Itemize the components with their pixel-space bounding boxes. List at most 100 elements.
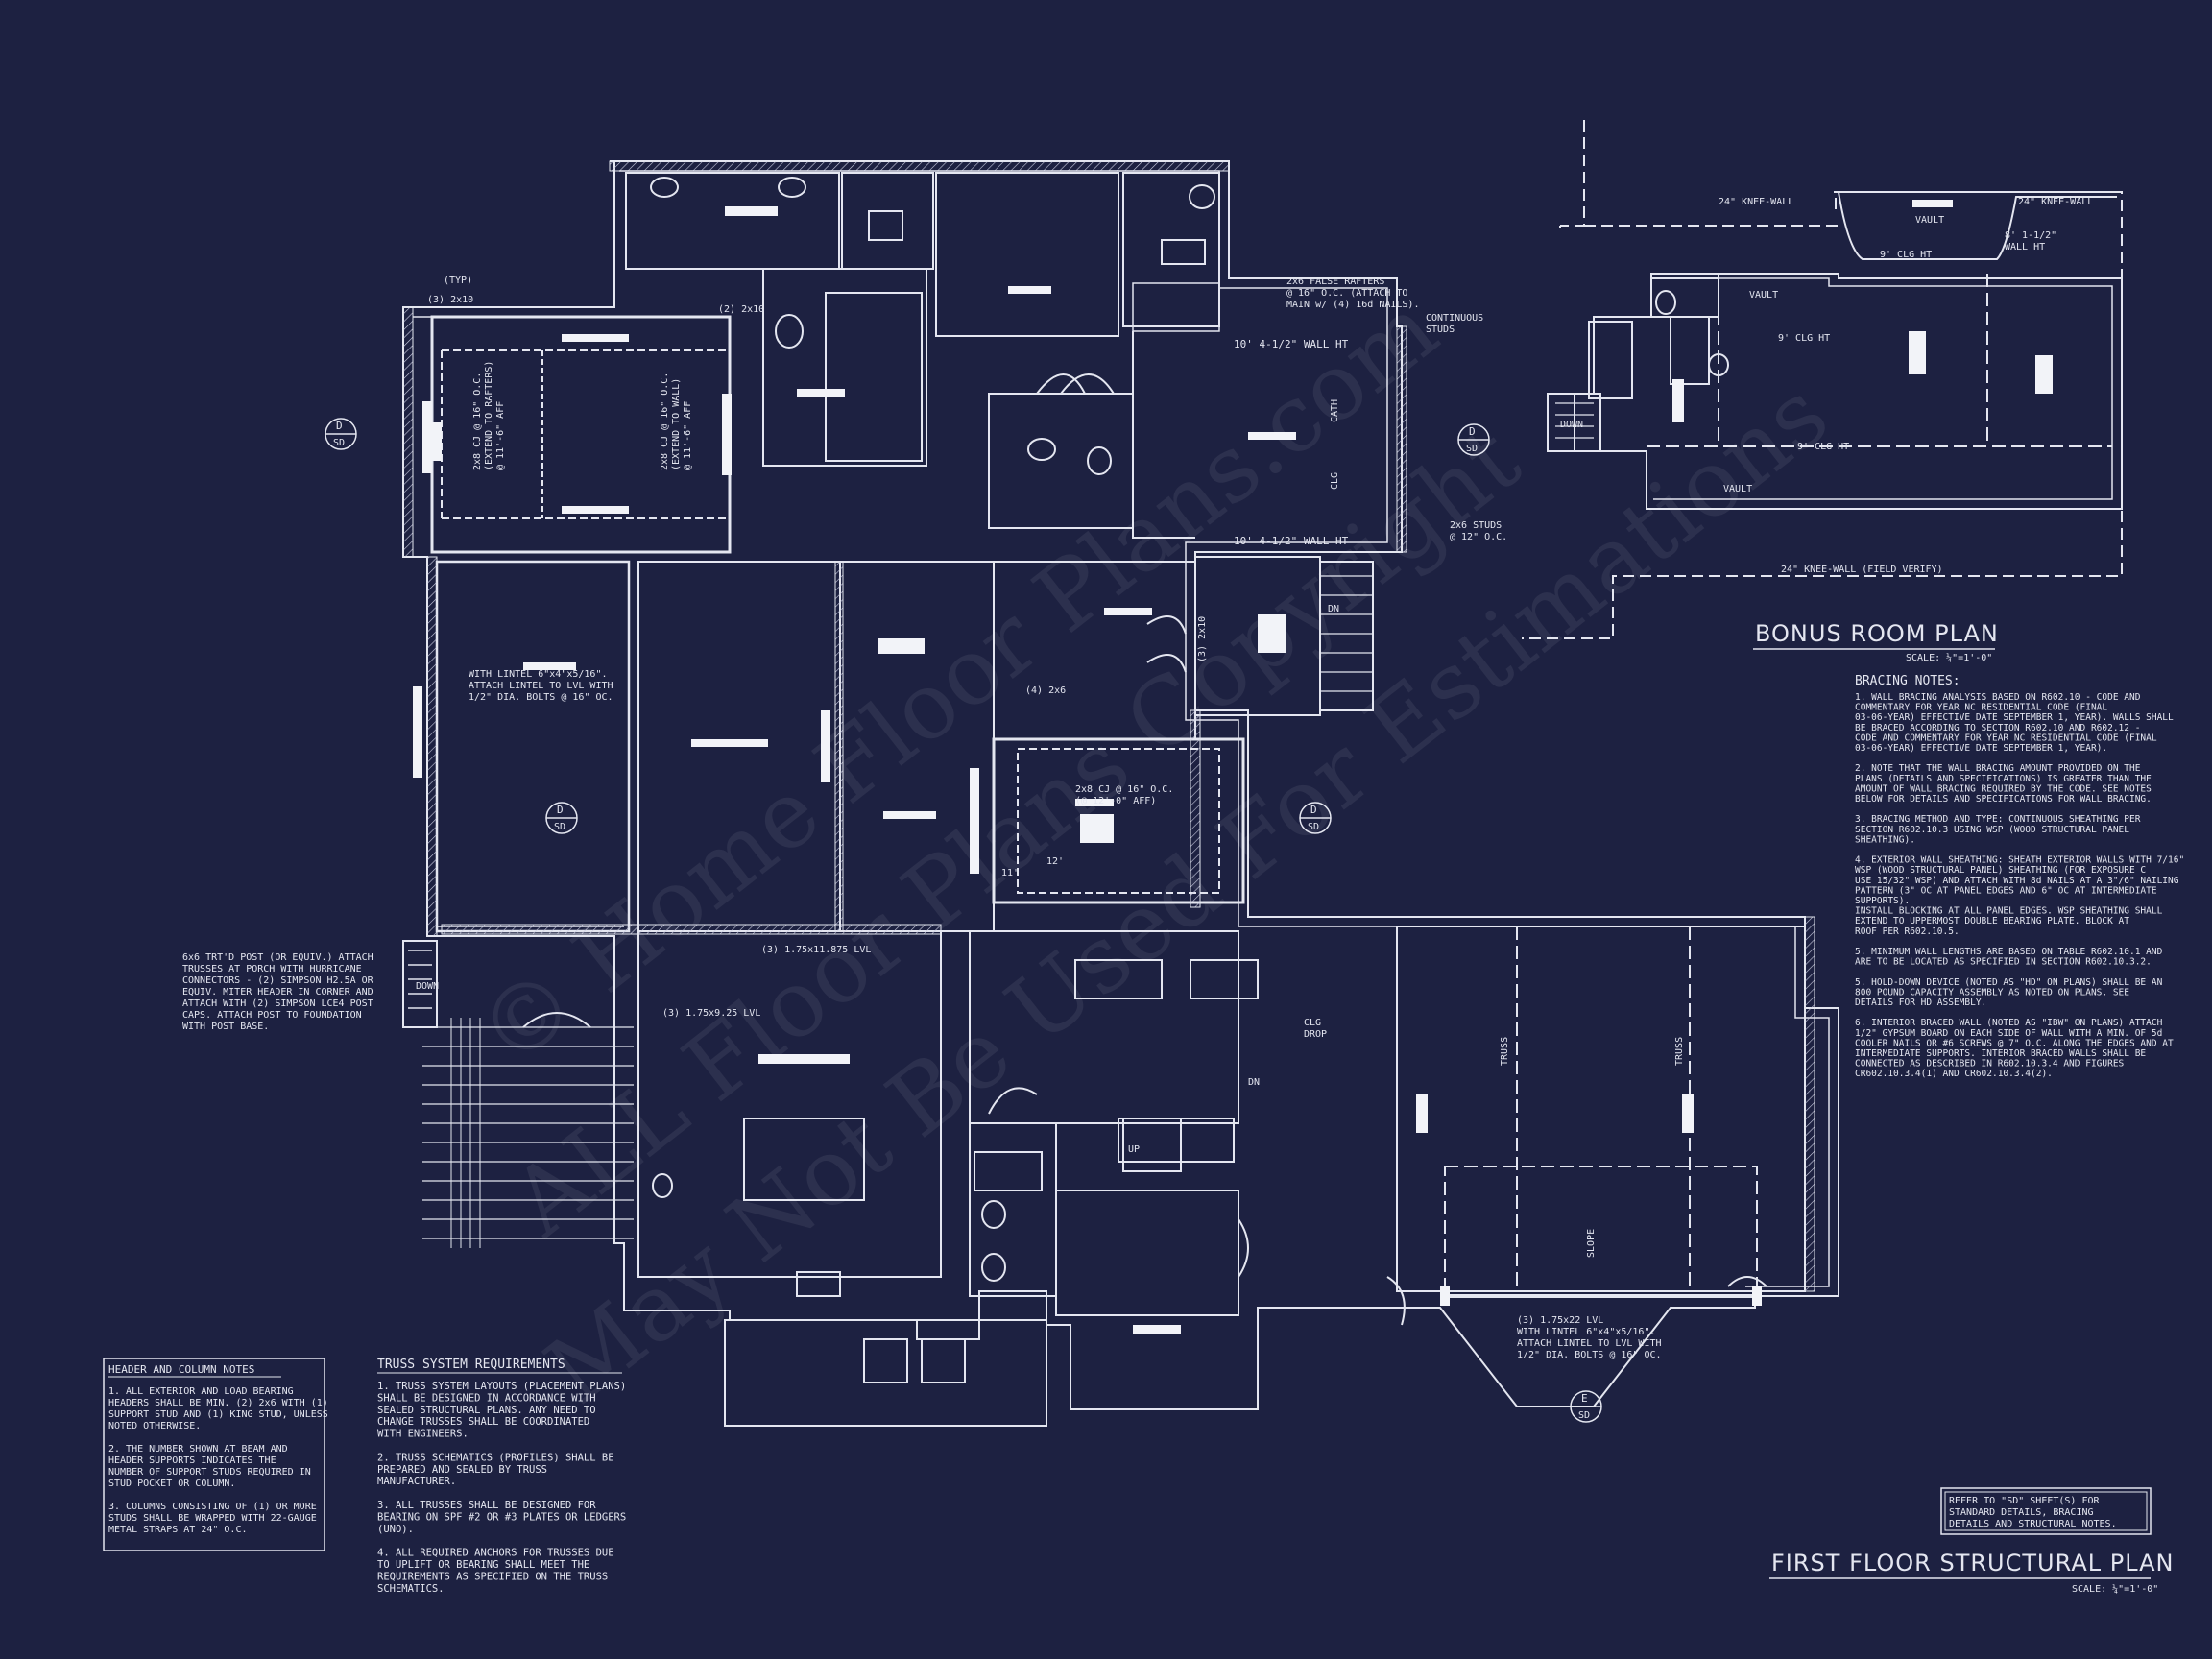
note-line: WSP (WOOD STRUCTURAL PANEL) SHEATHING (F… bbox=[1855, 865, 2146, 876]
porch-beam-vertical bbox=[450, 1018, 481, 1248]
section-marker-letter: E bbox=[1581, 1392, 1588, 1405]
lvl-label-1: (3) 1.75x11.875 LVL bbox=[761, 945, 871, 955]
note-line: STUD POCKET OR COLUMN. bbox=[108, 1479, 235, 1489]
knee-wall-bottom-label: 24" KNEE-WALL (FIELD VERIFY) bbox=[1781, 565, 1943, 575]
note-line: 03-06-YEAR) EFFECTIVE DATE SEPTEMBER 1, … bbox=[1855, 743, 2107, 754]
section-marker-sd: SD bbox=[1308, 822, 1319, 832]
note-line: COOLER NAILS OR #6 SCREWS @ 7" O.C. ALON… bbox=[1855, 1038, 2174, 1048]
section-marker-d-left[interactable]: D SD bbox=[325, 418, 357, 450]
truss-label-1: TRUSS bbox=[1500, 1037, 1510, 1066]
knee-wall-left-label: 24" KNEE-WALL bbox=[1719, 197, 1793, 207]
header-notes-body: 1. ALL EXTERIOR AND LOAD BEARINGHEADERS … bbox=[108, 1386, 328, 1535]
note-line: 2. TRUSS SCHEMATICS (PROFILES) SHALL BE bbox=[377, 1452, 614, 1463]
porch-deck-boards bbox=[422, 1026, 634, 1239]
section-marker-sd: SD bbox=[554, 822, 565, 832]
section-marker-d-center[interactable]: D SD bbox=[545, 802, 578, 834]
stair-down-left: DOWN bbox=[416, 981, 439, 992]
note-line: SCHEMATICS. bbox=[377, 1583, 445, 1595]
wall-height-bottom: 10' 4-1/2" WALL HT bbox=[1234, 535, 1349, 547]
ceiling-joist-left: 2x8 CJ @ 16" O.C.(EXTEND TO RAFTERS)@ 11… bbox=[472, 361, 506, 470]
wall-height-top: 10' 4-1/2" WALL HT bbox=[1234, 338, 1349, 350]
note-line: SHALL BE DESIGNED IN ACCORDANCE WITH bbox=[377, 1392, 596, 1404]
truss-notes-body: 1. TRUSS SYSTEM LAYOUTS (PLACEMENT PLANS… bbox=[377, 1381, 626, 1595]
stair-dn-lower: DN bbox=[1248, 1077, 1260, 1088]
note-line: (UNO). bbox=[377, 1524, 414, 1535]
bonus-beam-markers bbox=[1672, 200, 2053, 422]
section-marker-d-right[interactable]: D SD bbox=[1457, 423, 1490, 456]
dimension-11: 11' bbox=[1001, 868, 1019, 878]
typ-label: (TYP) bbox=[444, 276, 472, 286]
note-line: CR602.10.3.4(1) AND CR602.10.3.4(2). bbox=[1855, 1069, 2053, 1079]
note-line: PATTERN (3" OC AT PANEL EDGES AND 6" OC … bbox=[1855, 885, 2157, 896]
section-marker-sd: SD bbox=[1578, 1410, 1590, 1421]
studs-12-note: 2x6 STUDS@ 12" O.C. bbox=[1450, 520, 1507, 542]
note-line: DETAILS AND STRUCTURAL NOTES. bbox=[1949, 1519, 2117, 1529]
note-line: SUPPORTS). bbox=[1855, 896, 1910, 906]
bracing-notes-body: 1. WALL BRACING ANALYSIS BASED ON R602.1… bbox=[1855, 692, 2184, 1079]
hatched-beams bbox=[402, 160, 1815, 1292]
ceiling-height-2: 9' CLG HT bbox=[1778, 333, 1830, 344]
note-line: REQUIREMENTS AS SPECIFIED ON THE TRUSS bbox=[377, 1571, 608, 1582]
note-line: BELOW FOR DETAILS AND SPECIFICATIONS FOR… bbox=[1855, 794, 2152, 805]
note-line: 3. COLUMNS CONSISTING OF (1) OR MORE bbox=[108, 1502, 317, 1512]
note-line: INSTALL BLOCKING AT ALL PANEL EDGES. WSP… bbox=[1855, 906, 2163, 917]
header-3-2x10: (3) 2x10 bbox=[1197, 616, 1208, 662]
note-line: REFER TO "SD" SHEET(S) FOR bbox=[1949, 1496, 2101, 1506]
note-line: HEADER SUPPORTS INDICATES THE bbox=[108, 1455, 276, 1466]
note-line: USE 15/32" WSP) AND ATTACH WITH 8d NAILS… bbox=[1855, 876, 2179, 886]
bracing-notes: BRACING NOTES: 1. WALL BRACING ANALYSIS … bbox=[1855, 674, 2184, 1079]
note-line: AMOUNT OF WALL BRACING REQUIRED BY THE C… bbox=[1855, 783, 2152, 794]
slope-label: SLOPE bbox=[1586, 1229, 1597, 1258]
header-label-2-2x10: (2) 2x10 bbox=[718, 304, 764, 315]
bonus-room-plan bbox=[1522, 120, 2123, 639]
bonus-plan-title: BONUS ROOM PLAN bbox=[1755, 620, 1999, 647]
note-line: 2. NOTE THAT THE WALL BRACING AMOUNT PRO… bbox=[1855, 763, 2141, 774]
truss-notes-heading: TRUSS SYSTEM REQUIREMENTS bbox=[377, 1358, 565, 1372]
note-line: 3. ALL TRUSSES SHALL BE DESIGNED FOR bbox=[377, 1500, 596, 1511]
vault-label-1: VAULT bbox=[1915, 215, 1944, 226]
header-4-2x6: (4) 2x6 bbox=[1025, 685, 1066, 696]
header-column-notes: HEADER AND COLUMN NOTES 1. ALL EXTERIOR … bbox=[103, 1358, 328, 1551]
note-line: 4. ALL REQUIRED ANCHORS FOR TRUSSES DUE bbox=[377, 1548, 614, 1559]
note-line: ROOF PER R602.10.5. bbox=[1855, 926, 1960, 937]
note-line: 1. TRUSS SYSTEM LAYOUTS (PLACEMENT PLANS… bbox=[377, 1381, 626, 1392]
bonus-stair-down: DOWN bbox=[1560, 420, 1583, 430]
note-line: DETAILS FOR HD ASSEMBLY. bbox=[1855, 998, 1986, 1008]
ceiling-joist-center: 2x8 CJ @ 16" O.C.(@ 12'-0" AFF) bbox=[1075, 784, 1173, 806]
note-line: ARE TO BE LOCATED AS SPECIFIED IN SECTIO… bbox=[1855, 957, 2152, 968]
note-line: 800 POUND CAPACITY ASSEMBLY AS NOTED ON … bbox=[1855, 987, 2129, 998]
note-line: BEARING ON SPF #2 OR #3 PLATES OR LEDGER… bbox=[377, 1511, 626, 1523]
note-line: SECTION R602.10.3 USING WSP (WOOD STRUCT… bbox=[1855, 825, 2129, 835]
note-line: STANDARD DETAILS, BRACING bbox=[1949, 1507, 2094, 1518]
note-line: MANUFACTURER. bbox=[377, 1476, 456, 1487]
stair-dn-upper: DN bbox=[1328, 604, 1339, 614]
header-label-3-2x10: (3) 2x10 bbox=[427, 295, 473, 305]
plan-annotations: (TYP) (3) 2x10 (2) 2x10 2x6 FALSE RAFTER… bbox=[182, 276, 1685, 1360]
clg-label: CLG bbox=[1330, 472, 1340, 490]
bonus-labels: 24" KNEE-WALL 24" KNEE-WALL 24" KNEE-WAL… bbox=[1560, 197, 2093, 575]
stair-up: UP bbox=[1128, 1144, 1140, 1155]
ceiling-height-1: 9' CLG HT bbox=[1880, 250, 1932, 260]
note-line: 5. MINIMUM WALL LENGTHS ARE BASED ON TAB… bbox=[1855, 947, 2163, 957]
note-line: SHEATHING). bbox=[1855, 834, 1915, 845]
section-marker-letter: D bbox=[1469, 425, 1476, 438]
vault-label-3: VAULT bbox=[1723, 484, 1752, 494]
note-line: EXTEND TO UPPERMOST DOUBLE BEARING PLATE… bbox=[1855, 916, 2129, 926]
note-line: 1/2" GYPSUM BOARD ON EACH SIDE OF WALL W… bbox=[1855, 1028, 2162, 1039]
note-line: HEADERS SHALL BE MIN. (2) 2x6 WITH (1) bbox=[108, 1398, 328, 1408]
section-marker-e[interactable]: E SD bbox=[1570, 1390, 1602, 1423]
section-marker-letter: D bbox=[336, 420, 343, 432]
ceiling-joist-right: 2x8 CJ @ 16" O.C.(EXTEND TO WALL)@ 11'-6… bbox=[660, 373, 693, 470]
note-line: CODE AND COMMENTARY FOR YEAR NC RESIDENT… bbox=[1855, 733, 2157, 743]
bonus-plan-scale: SCALE: ¼"=1'-0" bbox=[1906, 652, 1992, 663]
section-marker-d-mid-right[interactable]: D SD bbox=[1299, 802, 1332, 834]
note-line: COMMENTARY FOR YEAR NC RESIDENTIAL CODE … bbox=[1855, 703, 2107, 713]
cath-label: CATH bbox=[1330, 399, 1340, 422]
